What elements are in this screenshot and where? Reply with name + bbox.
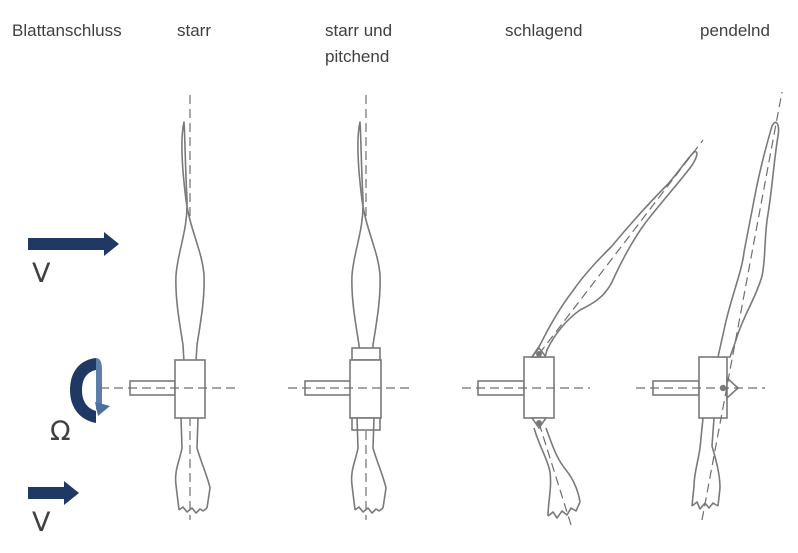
blade-stub: [691, 417, 721, 507]
wind-arrow-icon: [28, 481, 79, 505]
rotor-starr-pitchend: [288, 95, 412, 520]
rotor-schlagend: [462, 139, 704, 529]
pitch-bearing-lower: [351, 417, 381, 431]
blade-stub: [174, 417, 211, 511]
column-title-starr-pitchend-line2: pitchend: [325, 47, 389, 66]
blade: [531, 150, 698, 358]
row-label: Blattanschluss: [12, 21, 122, 40]
teeter-hinge-pin: [719, 384, 727, 392]
rotation-symbol: Ω: [50, 416, 71, 447]
blade: [717, 121, 780, 358]
rotor-pendelnd: [636, 91, 783, 521]
column-title-starr: starr: [177, 21, 211, 40]
column-title-pendelnd: pendelnd: [700, 21, 770, 40]
hub: [349, 359, 382, 419]
rotor-starr: [100, 95, 238, 520]
velocity-symbol-upper: V: [32, 258, 51, 289]
axis-blade: [701, 91, 783, 521]
rotation-arrow-icon: [70, 358, 110, 423]
blade-stub: [350, 417, 387, 511]
hub: [174, 359, 206, 419]
column-title-starr-pitchend-line1: starr und: [325, 21, 392, 40]
column-title-schlagend: schlagend: [505, 21, 583, 40]
wind-arrow-icon: [28, 232, 119, 256]
blade-stub: [533, 427, 581, 517]
pitch-bearing-upper: [351, 347, 381, 361]
axis-blade-lower: [538, 422, 573, 529]
axis-blade: [538, 139, 704, 355]
velocity-symbol-lower: V: [32, 507, 51, 538]
